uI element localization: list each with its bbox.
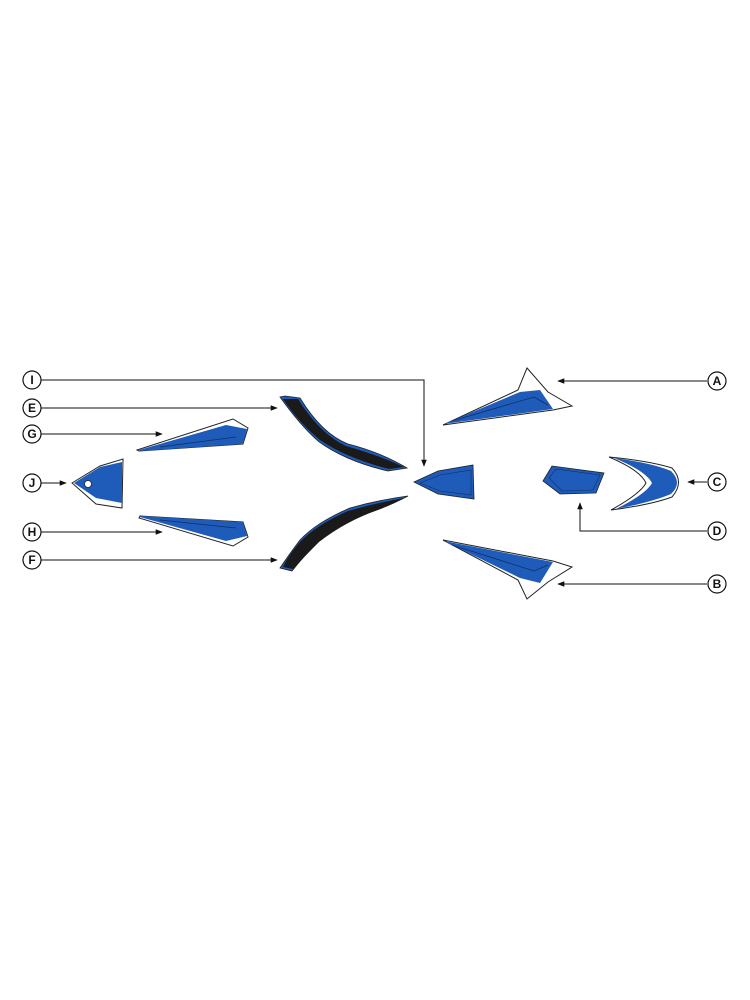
callout-j: J: [22, 473, 42, 493]
callout-g-label: G: [27, 427, 36, 441]
callout-a: A: [707, 371, 727, 391]
part-a-upper-shroud: [442, 367, 574, 426]
callout-a-label: A: [713, 374, 722, 388]
callout-f-label: F: [28, 553, 35, 567]
callout-g: G: [22, 424, 42, 444]
leader-line-d: [577, 502, 707, 532]
callout-i: I: [22, 370, 42, 390]
callout-b-label: B: [713, 577, 722, 591]
callout-h: H: [22, 522, 42, 542]
part-g-upper-shroud: [135, 418, 249, 452]
part-j-front-plate: [71, 458, 124, 509]
callout-b: B: [707, 574, 727, 594]
part-d-rear-fender: [542, 465, 605, 495]
part-h-lower-shroud: [138, 515, 249, 547]
callout-f: F: [22, 550, 42, 570]
callout-e-label: E: [28, 401, 36, 415]
part-e-upper-side-panel: [279, 395, 409, 472]
callout-c: C: [707, 472, 727, 492]
callout-d: D: [707, 521, 727, 541]
callout-e: E: [22, 398, 42, 418]
part-i-center-piece: [413, 464, 475, 500]
callout-h-label: H: [28, 525, 37, 539]
callout-j-label: J: [29, 476, 36, 490]
leader-line-i: [41, 379, 427, 467]
callout-d-label: D: [713, 524, 722, 538]
part-b-lower-shroud: [442, 539, 574, 600]
part-f-lower-side-panel: [279, 495, 409, 572]
part-c-rear-cowl: [608, 456, 679, 511]
callout-c-label: C: [713, 475, 722, 489]
leader-lines: [41, 378, 707, 587]
callout-i-label: I: [30, 373, 33, 387]
